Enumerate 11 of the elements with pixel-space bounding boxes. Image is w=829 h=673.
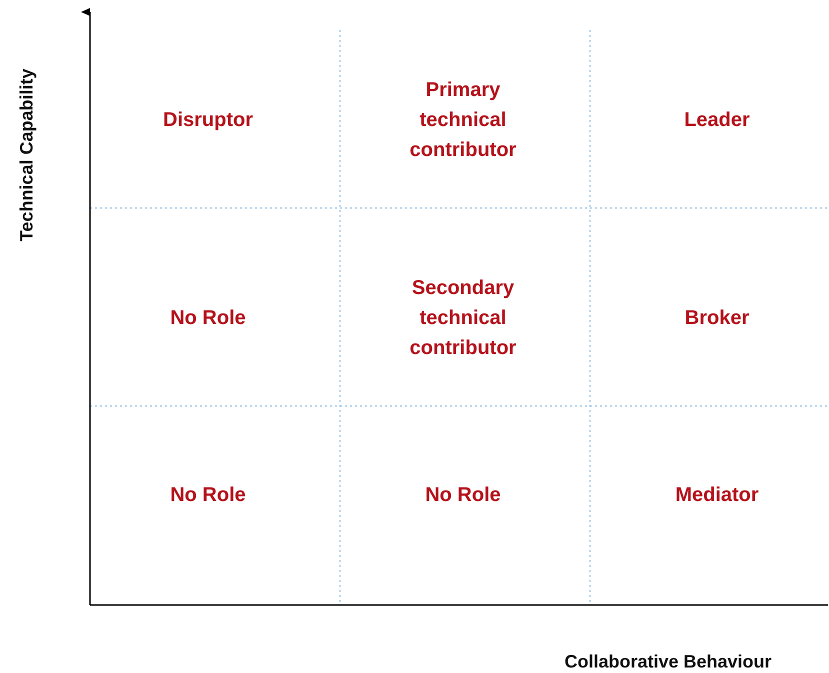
role-label: No Role: [169, 306, 247, 331]
role-label: No Role: [169, 483, 247, 508]
role-label: Leader: [683, 108, 751, 133]
role-label: Disruptor: [162, 108, 254, 133]
role-label: Broker: [684, 306, 750, 331]
axis-label: Collaborative Behaviour: [564, 652, 772, 672]
axis-label: Technical Capability: [16, 68, 38, 242]
role-label: Mediator: [674, 483, 760, 508]
role-label: No Role: [424, 483, 502, 508]
role-label: Primary technical contributor: [408, 78, 518, 163]
role-label: Secondary technical contributor: [408, 276, 518, 361]
